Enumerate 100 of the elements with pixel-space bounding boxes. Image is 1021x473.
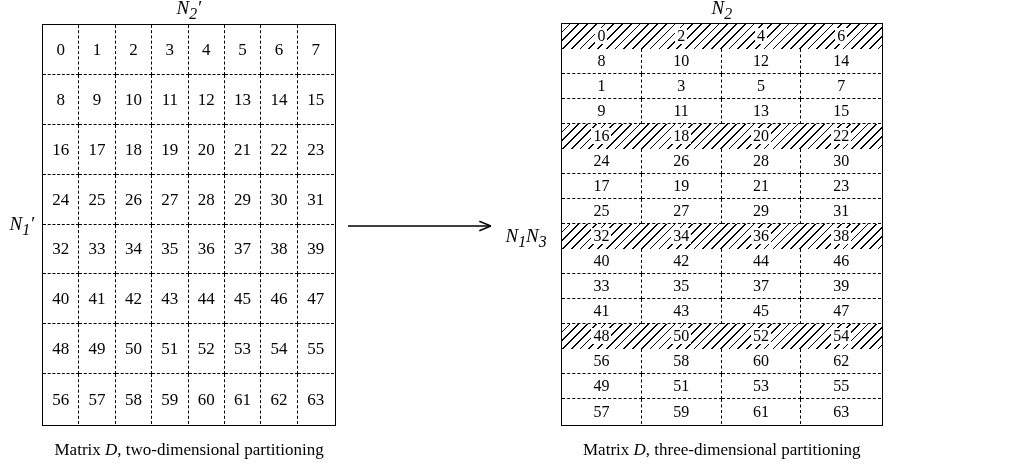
cell-number: 55 <box>833 378 850 394</box>
axis-label: N$_{1}$N$_{3}$ <box>505 225 547 251</box>
cell-number: 35 <box>161 240 179 258</box>
cell-number: 20 <box>197 140 215 158</box>
cell-number: 12 <box>197 90 215 108</box>
caption: Matrix D, two-dimensional partitioning <box>54 440 324 460</box>
cell-number: 48 <box>52 340 70 358</box>
cell-number: 23 <box>307 140 325 158</box>
cell-number: 12 <box>752 53 769 69</box>
cell-number: 40 <box>52 290 70 308</box>
cell-number: 20 <box>750 128 771 144</box>
cell-number: 8 <box>56 90 65 108</box>
cell-number: 3 <box>165 40 175 58</box>
matrix-grid <box>42 24 336 426</box>
cell-number: 9 <box>597 103 606 119</box>
cell-number: 0 <box>595 28 608 44</box>
cell-number: 33 <box>88 240 106 258</box>
cell-number: 19 <box>673 178 690 194</box>
cell-number: 18 <box>124 140 142 158</box>
cell-number: 27 <box>161 190 179 208</box>
cell-number: 10 <box>124 90 142 108</box>
cell-number: 17 <box>88 140 106 158</box>
cell-number: 28 <box>197 190 215 208</box>
cell-number: 29 <box>234 190 252 208</box>
cell-number: 45 <box>752 303 769 319</box>
cell-number: 56 <box>52 390 70 408</box>
cell-number: 38 <box>270 240 288 258</box>
cell-number: 10 <box>673 53 690 69</box>
cell-number: 4 <box>201 40 211 58</box>
cell-number: 57 <box>88 390 106 408</box>
cell-number: 46 <box>270 290 288 308</box>
cell-number: 2 <box>675 28 688 44</box>
axis-label: N$_{2}$ <box>711 0 733 23</box>
cell-number: 31 <box>307 190 325 208</box>
cell-number: 50 <box>671 328 692 344</box>
cell-number: 15 <box>833 103 850 119</box>
cell-number: 39 <box>833 278 850 294</box>
cell-number: 50 <box>124 340 142 358</box>
cell-number: 26 <box>124 190 142 208</box>
caption: Matrix D, three-dimensional partitioning <box>583 440 861 460</box>
cell-number: 47 <box>307 290 325 308</box>
cell-number: 60 <box>752 353 769 369</box>
cell-number: 38 <box>831 228 852 244</box>
cell-number: 30 <box>833 153 850 169</box>
cell-number: 31 <box>833 203 850 219</box>
cell-number: 51 <box>161 340 179 358</box>
cell-number: 43 <box>161 290 179 308</box>
cell-number: 24 <box>52 190 70 208</box>
cell-number: 16 <box>52 140 70 158</box>
cell-number: 1 <box>597 78 606 94</box>
cell-number: 43 <box>673 303 690 319</box>
cell-number: 62 <box>833 353 850 369</box>
cell-number: 45 <box>234 290 252 308</box>
cell-number: 27 <box>673 203 690 219</box>
matrix-grid <box>561 23 883 426</box>
cell-number: 28 <box>752 153 769 169</box>
cell-number: 49 <box>88 340 106 358</box>
cell-number: 44 <box>197 290 215 308</box>
cell-number: 9 <box>92 90 102 108</box>
cell-number: 61 <box>234 390 252 408</box>
cell-number: 5 <box>756 78 765 94</box>
cell-number: 14 <box>270 90 288 108</box>
cell-number: 24 <box>593 153 610 169</box>
cell-number: 5 <box>238 40 247 58</box>
cell-number: 34 <box>671 228 692 244</box>
cell-number: 2 <box>129 40 138 58</box>
cell-number: 11 <box>161 90 178 108</box>
cell-number: 7 <box>311 40 321 58</box>
cell-number: 14 <box>833 53 850 69</box>
cell-number: 22 <box>270 140 288 158</box>
cell-number: 34 <box>124 240 142 258</box>
cell-number: 61 <box>752 403 769 420</box>
cell-number: 54 <box>831 328 852 344</box>
cell-number: 36 <box>197 240 215 258</box>
cell-number: 47 <box>833 303 850 319</box>
cell-number: 13 <box>234 90 252 108</box>
cell-number: 63 <box>833 403 850 420</box>
cell-number: 35 <box>673 278 690 294</box>
cell-number: 49 <box>593 378 610 394</box>
cell-number: 25 <box>88 190 106 208</box>
cell-number: 37 <box>234 240 252 258</box>
cell-number: 32 <box>591 228 612 244</box>
cell-number: 30 <box>270 190 288 208</box>
cell-number: 1 <box>92 40 102 58</box>
arrow <box>347 220 492 232</box>
cell-number: 32 <box>52 240 70 258</box>
cell-number: 21 <box>234 140 252 158</box>
cell-number: 3 <box>677 78 686 94</box>
cell-number: 18 <box>671 128 692 144</box>
cell-number: 7 <box>837 78 846 94</box>
cell-number: 19 <box>161 140 179 158</box>
cell-number: 21 <box>752 178 769 194</box>
axis-label: N$_{2}$′ <box>176 0 202 23</box>
cell-number: 26 <box>673 153 690 169</box>
cell-number: 46 <box>833 253 850 269</box>
cell-number: 33 <box>593 278 610 294</box>
cell-number: 11 <box>673 103 689 119</box>
cell-number: 53 <box>752 378 769 394</box>
axis-label: N$_{1}$′ <box>9 213 35 239</box>
cell-number: 6 <box>835 28 848 44</box>
